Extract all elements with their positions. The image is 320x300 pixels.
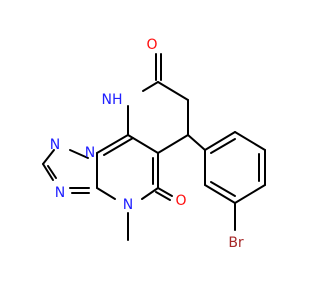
atom-label: N [123, 197, 133, 213]
bond [142, 81, 159, 92]
atom-label: NH [102, 92, 123, 108]
atom-label: N [85, 145, 95, 161]
bond [204, 131, 236, 151]
atom-label: O [175, 193, 186, 209]
bond [234, 184, 266, 204]
bond [96, 134, 129, 154]
bond [42, 163, 54, 181]
bond [210, 138, 236, 154]
bond [157, 187, 173, 197]
bond [204, 184, 236, 204]
bond [187, 134, 206, 151]
bond-group [42, 53, 266, 241]
atom-label-group: O NH N N N N O Br [50, 37, 244, 251]
atom-label: N [50, 137, 60, 153]
bond [69, 149, 89, 159]
atom-label: O [146, 37, 157, 53]
bond [155, 191, 171, 201]
bond [210, 181, 236, 197]
molecule-canvas: O NH N N N N O Br [42, 37, 266, 251]
atom-label: Br [228, 235, 244, 251]
bond [96, 187, 116, 200]
bond [157, 81, 189, 101]
bond [141, 187, 159, 200]
molecule-structure: O NH N N N N O Br [42, 37, 266, 251]
bond [157, 134, 189, 154]
bond [103, 137, 134, 156]
atom-label: N [55, 185, 65, 201]
bond [47, 165, 57, 179]
bond [234, 131, 266, 151]
bond [42, 149, 55, 165]
